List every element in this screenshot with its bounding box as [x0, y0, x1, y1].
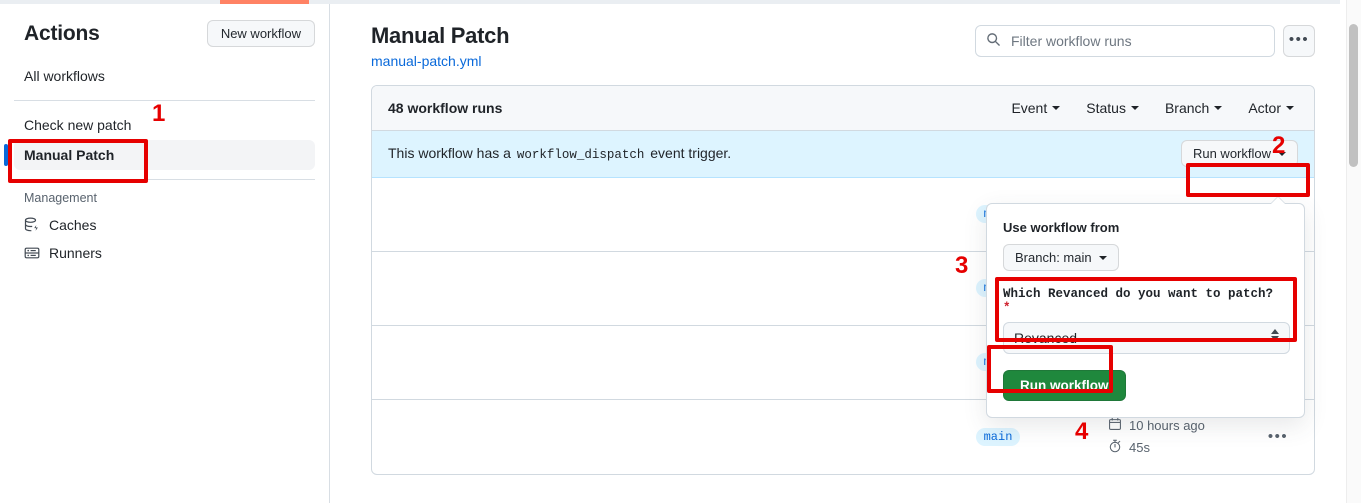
search-icon — [986, 32, 1001, 50]
workflow-file-link[interactable]: manual-patch.yml — [371, 52, 482, 69]
main-content: Manual Patch manual-patch.yml ••• — [331, 4, 1340, 503]
run-branch-cell: main — [888, 427, 1108, 446]
filter-branch-label: Branch — [1164, 99, 1210, 116]
page-loading-progress — [220, 0, 309, 4]
sidebar-divider-1 — [14, 100, 315, 101]
run-workflow-popover: Use workflow from Branch: main Which Rev… — [986, 196, 1305, 418]
revanced-select[interactable]: Revanced — [1003, 322, 1290, 354]
chevron-down-icon — [1286, 105, 1294, 110]
page-scrollbar[interactable] — [1346, 0, 1361, 503]
chevron-down-icon — [1214, 105, 1223, 110]
required-marker: * — [1003, 301, 1011, 315]
filter-status[interactable]: Status — [1086, 100, 1139, 116]
dispatch-event-code: workflow_dispatch — [516, 148, 645, 162]
new-workflow-button[interactable]: New workflow — [206, 20, 315, 47]
sidebar-header: Actions New workflow — [14, 4, 315, 61]
filter-actor[interactable]: Actor — [1248, 100, 1294, 116]
server-icon — [24, 245, 40, 261]
filter-status-label: Status — [1086, 99, 1126, 116]
page-title: Manual Patch — [371, 23, 510, 48]
chevron-down-icon — [1278, 151, 1286, 156]
run-workflow-dropdown-label: Run workflow — [1192, 146, 1271, 161]
sidebar-title: Actions — [24, 21, 100, 45]
filter-group: Event Status Branch Actor — [1011, 100, 1298, 116]
sidebar-item-manual-patch[interactable]: Manual Patch — [4, 140, 315, 170]
workflow-input-label: Which Revanced do you want to patch? * — [1003, 287, 1288, 315]
dispatch-suffix: event trigger. — [650, 145, 732, 161]
right-gutter — [1340, 0, 1346, 503]
chevron-down-icon — [1052, 105, 1061, 110]
workflow-input-select-wrapper: Revanced — [1003, 322, 1290, 354]
run-meta-cell: 10 hours ago 45s — [1108, 417, 1258, 456]
branch-badge[interactable]: main — [975, 427, 1021, 446]
sidebar-item-all-workflows[interactable]: All workflows — [24, 68, 105, 84]
calendar-icon — [1108, 417, 1122, 434]
sidebar: Actions New workflow All workflows Check… — [0, 4, 330, 503]
sidebar-divider-2 — [14, 179, 315, 180]
sidebar-item-caches-label: Caches — [49, 217, 97, 233]
page-loading-track — [0, 0, 1340, 4]
more-options-button[interactable]: ••• — [1283, 25, 1315, 57]
workflow-runs-count: 48 workflow runs — [388, 99, 503, 116]
branch-select-label: Branch: main — [1015, 250, 1092, 265]
sidebar-group-management: Management — [24, 191, 97, 205]
sidebar-item-runners[interactable]: Runners — [14, 239, 315, 267]
run-workflow-dropdown-button[interactable]: Run workflow — [1180, 140, 1298, 167]
search-input[interactable] — [1009, 32, 1264, 50]
filter-event[interactable]: Event — [1011, 99, 1061, 116]
filter-workflow-runs-searchbox[interactable] — [975, 25, 1275, 57]
revanced-select-value: Revanced — [1014, 330, 1078, 346]
use-workflow-from-label: Use workflow from — [1003, 220, 1120, 235]
filter-event-label: Event — [1011, 99, 1048, 116]
branch-select-button[interactable]: Branch: main — [1003, 244, 1119, 271]
stopwatch-icon — [1108, 439, 1122, 456]
sidebar-item-check-new-patch[interactable]: Check new patch — [24, 117, 132, 133]
header-actions: ••• — [975, 25, 1315, 57]
run-age: 10 hours ago — [1108, 417, 1258, 434]
select-updown-icon — [1271, 329, 1279, 341]
sidebar-item-caches[interactable]: Caches — [14, 211, 315, 239]
workflow-dispatch-banner: This workflow has a workflow_dispatch ev… — [372, 130, 1314, 178]
run-age-label: 10 hours ago — [1129, 418, 1205, 433]
run-duration: 45s — [1108, 439, 1258, 456]
filter-actor-label: Actor — [1248, 99, 1281, 116]
run-duration-label: 45s — [1129, 440, 1150, 455]
submit-run-workflow-button[interactable]: Run workflow — [1003, 370, 1126, 401]
page-heading-group: Manual Patch manual-patch.yml — [371, 22, 510, 69]
cache-icon — [24, 217, 40, 233]
page-scrollbar-thumb[interactable] — [1349, 24, 1358, 167]
sidebar-item-runners-label: Runners — [49, 245, 102, 261]
chevron-down-icon — [1098, 255, 1107, 260]
chevron-down-icon — [1130, 105, 1139, 110]
main-header: Manual Patch manual-patch.yml ••• — [347, 4, 1324, 69]
run-more-options[interactable]: ••• — [1267, 428, 1289, 445]
workflow-input-label-text: Which Revanced do you want to patch? — [1003, 287, 1274, 301]
dispatch-banner-text: This workflow has a workflow_dispatch ev… — [388, 145, 731, 162]
filter-branch[interactable]: Branch — [1164, 99, 1223, 116]
workflow-runs-header: 48 workflow runs Event Status Branch — [372, 85, 1314, 131]
table-row[interactable]: main 10 hours ago — [372, 400, 1314, 474]
dispatch-prefix: This workflow has a — [388, 145, 511, 161]
